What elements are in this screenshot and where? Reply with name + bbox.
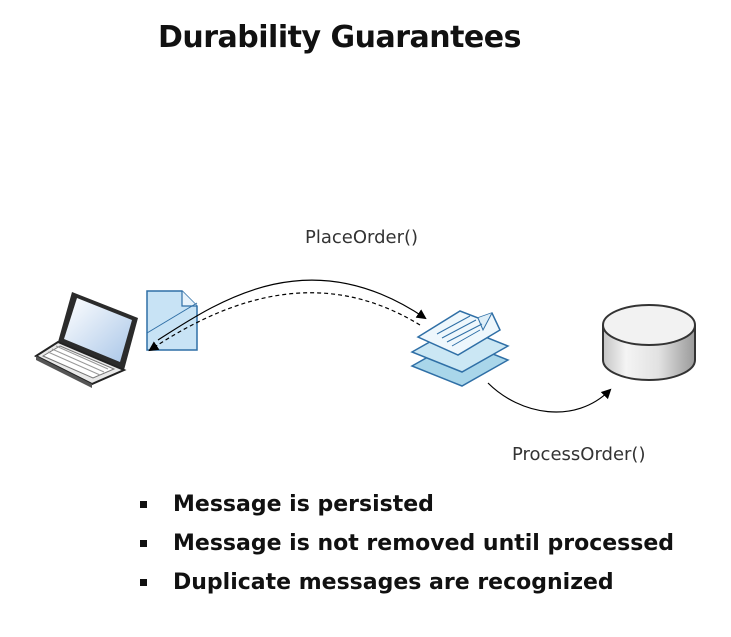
bullet-text: Message is not removed until processed xyxy=(173,531,675,556)
process-order-arrow xyxy=(487,382,612,413)
document-icon xyxy=(146,290,198,351)
database-icon xyxy=(602,304,696,381)
laptop-icon xyxy=(33,292,138,388)
page-title: Durability Guarantees xyxy=(158,20,521,55)
bullet-list: Message is persisted Message is not remo… xyxy=(137,490,674,607)
bullet-item: Message is persisted xyxy=(137,490,674,529)
bullet-text: Duplicate messages are recognized xyxy=(173,570,614,595)
bullet-item: Message is not removed until processed xyxy=(137,529,674,568)
bullet-marker xyxy=(140,540,147,547)
acknowledgement-arrow xyxy=(148,292,421,352)
bullet-text: Message is persisted xyxy=(173,492,434,517)
bullet-marker xyxy=(140,579,147,586)
bullet-item: Duplicate messages are recognized xyxy=(137,568,674,607)
place-order-arrow xyxy=(157,279,427,341)
message-queue-icon xyxy=(410,310,510,387)
place-order-label: PlaceOrder() xyxy=(305,227,419,248)
bullet-marker xyxy=(140,501,147,508)
process-order-label: ProcessOrder() xyxy=(512,444,646,465)
